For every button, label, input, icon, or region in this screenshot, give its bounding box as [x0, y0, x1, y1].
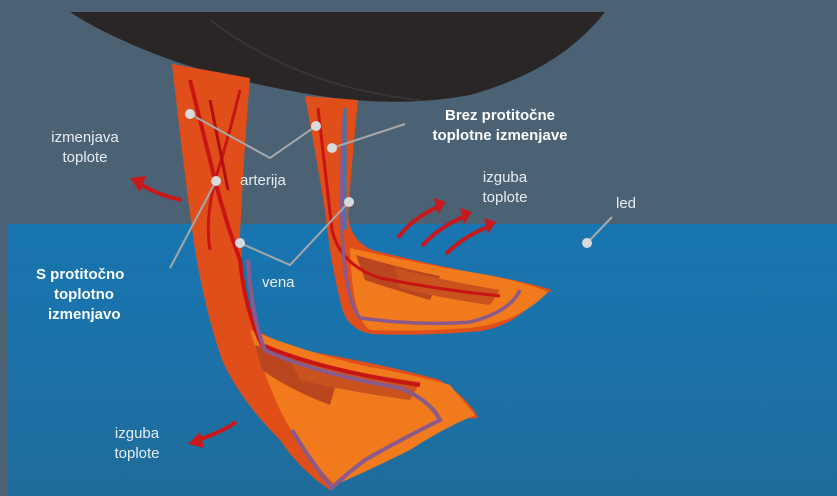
- label-without-exchange: Brez protitočne toplotne izmenjave: [404, 106, 596, 146]
- label-heat-loss-right: izguba toplote: [470, 168, 540, 208]
- label-heat-loss-bottom: izguba toplote: [100, 424, 174, 464]
- arrow-exchange: [140, 184, 182, 200]
- label-artery: arterija: [240, 171, 286, 191]
- label-with-exchange: S protitočno toplotno izmenjavo: [36, 265, 124, 325]
- label-heat-exchange: izmenjava toplote: [48, 128, 122, 168]
- label-ice: led: [616, 194, 636, 214]
- label-vein: vena: [262, 273, 295, 293]
- bird-body: [70, 12, 605, 102]
